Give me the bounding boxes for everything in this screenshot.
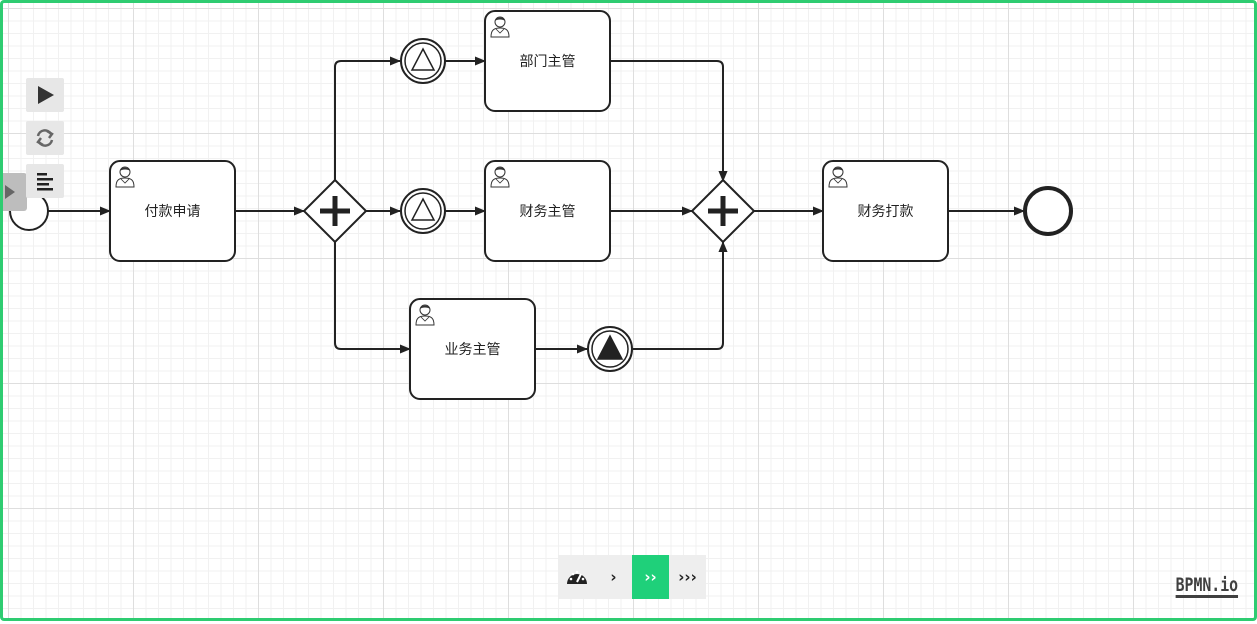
task-label: 财务主管 (520, 204, 576, 220)
signal-throw-icon (596, 334, 624, 360)
play-button[interactable] (26, 78, 64, 112)
end-event[interactable] (1023, 186, 1073, 236)
play-icon (38, 86, 54, 104)
signal-icon (410, 197, 436, 221)
process-diagram: 付款申请 部门主管 财务主管 (9, 10, 1073, 400)
task-label: 部门主管 (520, 54, 576, 70)
task-payment-request[interactable]: 付款申请 (109, 160, 236, 262)
speed-normal-button[interactable]: ›› (632, 555, 669, 599)
intermediate-event-mid[interactable] (400, 188, 446, 234)
speed-fast-button[interactable]: ››› (678, 568, 697, 586)
plus-icon (708, 196, 738, 226)
bpmn-io-logo[interactable]: BPMN.io (1175, 574, 1238, 598)
speed-slow-button[interactable]: › (610, 568, 617, 586)
speed-controls: › ›› ››› (558, 555, 706, 599)
refresh-icon (36, 129, 54, 147)
task-business-manager[interactable]: 业务主管 (409, 298, 536, 400)
task-dept-manager[interactable]: 部门主管 (484, 10, 611, 112)
task-label: 财务打款 (858, 203, 914, 220)
sequence-flows (48, 56, 1025, 354)
flow-dept-to-join (610, 60, 728, 182)
plus-icon (320, 196, 350, 226)
signal-icon (410, 47, 436, 71)
speed-gauge (558, 555, 595, 599)
speedometer-icon (566, 570, 587, 584)
align-left-icon (37, 173, 53, 191)
log-button[interactable] (26, 164, 64, 198)
parallel-gateway-fork[interactable] (302, 178, 368, 244)
caret-right-icon (5, 185, 15, 199)
flow-fork-to-event-top (334, 56, 401, 181)
intermediate-event-bottom[interactable] (587, 326, 633, 372)
flow-event-bottom-to-join (633, 241, 728, 350)
simulation-toolbar (26, 78, 64, 207)
parallel-gateway-join[interactable] (690, 178, 756, 244)
task-label: 业务主管 (445, 342, 501, 358)
task-label: 付款申请 (145, 204, 201, 220)
intermediate-event-top[interactable] (400, 38, 446, 84)
task-finance-payment[interactable]: 财务打款 (822, 160, 949, 262)
reset-button[interactable] (26, 121, 64, 155)
task-finance-manager[interactable]: 财务主管 (484, 160, 611, 262)
palette-toggle[interactable] (3, 173, 27, 211)
flow-fork-to-business (334, 242, 411, 354)
